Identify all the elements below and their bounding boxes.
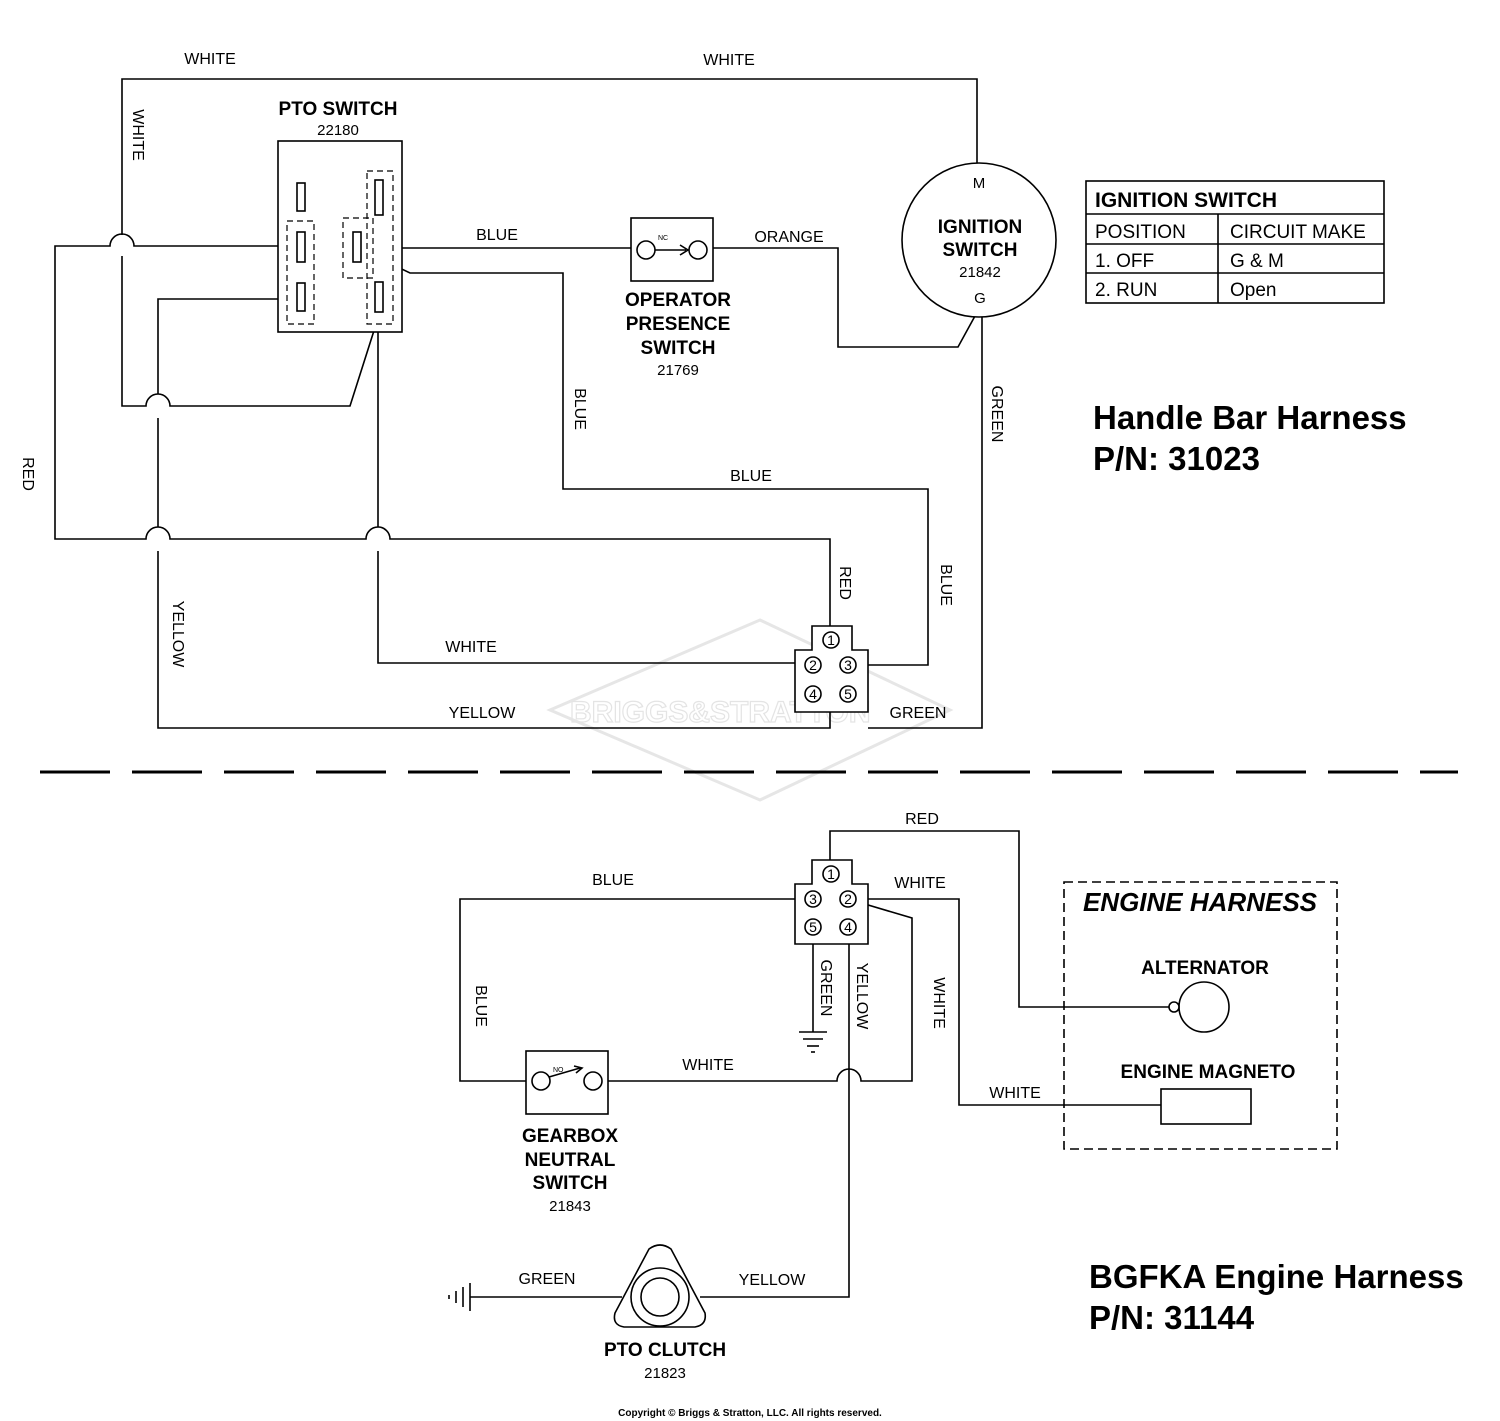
wire-label: GREEN (988, 386, 1005, 443)
pto-switch: PTO SWITCH 22180 (277, 99, 403, 333)
alternator-symbol (1178, 981, 1230, 1033)
copyright: Copyright © Briggs & Stratton, LLC. All … (618, 1408, 882, 1419)
wire-label: GREEN (890, 705, 947, 722)
wire-label: WHITE (989, 1085, 1041, 1102)
ops-label-1: OPERATOR (625, 290, 731, 311)
ops-label-3: SWITCH (641, 338, 716, 359)
ignition-table-header: POSITION (1095, 222, 1186, 243)
ignition-table-cell: G & M (1230, 251, 1284, 272)
eng-pin-2: 2 (844, 891, 852, 907)
wire-label: RED (905, 811, 939, 828)
pto-clutch: PTO CLUTCH 21823 (604, 1244, 726, 1382)
wire-green-vertical (868, 316, 983, 729)
wire-label: BLUE (472, 985, 489, 1027)
engine-harness-title-1: BGFKA Engine Harness (1089, 1258, 1464, 1295)
engine-harness-title: ENGINE HARNESS (1083, 887, 1318, 917)
gns-label-1: GEARBOX (522, 1126, 618, 1147)
ignition-part: 21842 (959, 264, 1001, 281)
wire-label: BLUE (937, 564, 954, 606)
hb-pin-1: 1 (827, 632, 835, 648)
wire-orange (706, 247, 976, 348)
wire-label: YELLOW (449, 705, 517, 722)
wire-label: WHITE (930, 977, 947, 1029)
ground-symbol (799, 1031, 827, 1053)
wire-label: WHITE (894, 875, 946, 892)
wire-label: YELLOW (853, 963, 870, 1031)
engine-harness-section: 1 3 2 5 4 NO GEARBOX NEUTRAL SWITCH 2184… (448, 811, 1464, 1382)
wire-label: BLUE (592, 872, 634, 889)
wire-yellow-clutch (700, 944, 850, 1298)
wire-blue-vertical (361, 249, 929, 666)
wire-label: YELLOW (169, 601, 186, 669)
wire-label: WHITE (682, 1057, 734, 1074)
gearbox-neutral-switch: NO GEARBOX NEUTRAL SWITCH 21843 (522, 1050, 618, 1215)
gns-label-3: SWITCH (533, 1173, 608, 1194)
wire-label: WHITE (129, 109, 146, 161)
wire-label: ORANGE (754, 229, 823, 246)
handlebar-title-2: P/N: 31023 (1093, 440, 1260, 477)
ignition-table-cell: Open (1230, 280, 1276, 301)
ops-label-2: PRESENCE (626, 314, 731, 335)
wire-label: WHITE (184, 51, 236, 68)
wire-label: RED (19, 457, 36, 491)
ignition-switch: M IGNITION SWITCH 21842 G (901, 162, 1057, 318)
ignition-table-header: CIRCUIT MAKE (1230, 222, 1366, 243)
hb-pin-5: 5 (844, 686, 852, 702)
wire-label: BLUE (730, 468, 772, 485)
pto-switch-part: 22180 (317, 122, 359, 139)
wire-label: GREEN (817, 960, 834, 1017)
eng-pin-1: 1 (827, 866, 835, 882)
ignition-table-cell: 2. RUN (1095, 280, 1157, 301)
wire-red-left (54, 233, 831, 632)
wire-yellow (157, 298, 831, 729)
wire-white-switch (604, 901, 913, 1082)
ignition-terminal-m: M (973, 175, 986, 192)
operator-presence-switch: NC OPERATOR PRESENCE SWITCH 21769 (625, 217, 731, 379)
wire-label: GREEN (519, 1271, 576, 1288)
gns-label-2: NEUTRAL (525, 1150, 616, 1171)
wire-label: WHITE (703, 52, 755, 69)
wire-label: BLUE (476, 227, 518, 244)
eng-pin-3: 3 (809, 891, 817, 907)
wire-label: WHITE (445, 639, 497, 656)
wire-blue-loop (459, 898, 798, 1082)
wire-label: RED (836, 566, 853, 600)
wire-label: YELLOW (739, 1272, 807, 1289)
ignition-label-2: SWITCH (943, 240, 1018, 261)
ops-contact-label: NC (658, 235, 668, 242)
wire-label: BLUE (571, 388, 588, 430)
hb-pin-3: 3 (844, 657, 852, 673)
handlebar-connector: 1 2 3 4 5 (794, 625, 869, 713)
hb-pin-2: 2 (809, 657, 817, 673)
wire-white-magneto (865, 898, 1161, 1106)
ignition-label-1: IGNITION (938, 217, 1022, 238)
handlebar-title-1: Handle Bar Harness (1093, 399, 1407, 436)
wire-white-pto-connector (377, 318, 800, 664)
pto-clutch-part: 21823 (644, 1365, 686, 1382)
gns-contact-label: NO (553, 1067, 564, 1074)
alternator-label: ALTERNATOR (1141, 958, 1269, 979)
magneto-symbol (1160, 1088, 1252, 1125)
engine-harness-box: ENGINE HARNESS ALTERNATOR ENGINE MAGNETO (1063, 881, 1338, 1150)
wire-white-top (121, 78, 978, 235)
gns-part: 21843 (549, 1198, 591, 1215)
ignition-table-cell: 1. OFF (1095, 251, 1154, 272)
clutch-ground-symbol (448, 1283, 471, 1311)
ops-part: 21769 (657, 362, 699, 379)
ignition-terminal-g: G (974, 290, 986, 307)
ignition-table: IGNITION SWITCH POSITION CIRCUIT MAKE 1.… (1085, 180, 1385, 304)
handlebar-harness: PTO SWITCH 22180 NC OPERATOR PRESENCE SW… (19, 51, 1407, 729)
engine-connector: 1 3 2 5 4 (794, 859, 869, 945)
pto-clutch-name: PTO CLUTCH (604, 1340, 726, 1361)
ignition-table-title: IGNITION SWITCH (1095, 189, 1277, 212)
wire-red-top (829, 830, 1174, 1008)
eng-pin-5: 5 (809, 919, 817, 935)
eng-pin-4: 4 (844, 919, 852, 935)
magneto-label: ENGINE MAGNETO (1121, 1062, 1296, 1083)
engine-harness-title-2: P/N: 31144 (1089, 1299, 1255, 1336)
pto-switch-name: PTO SWITCH (279, 99, 398, 120)
hb-pin-4: 4 (809, 686, 817, 702)
